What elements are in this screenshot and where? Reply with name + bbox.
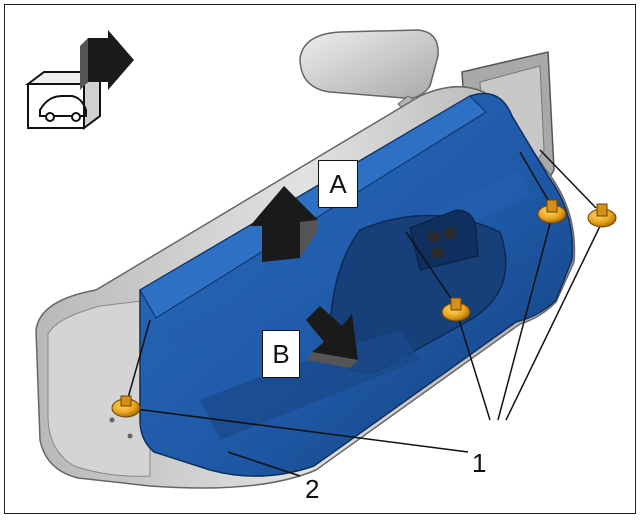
direction-label-b: B (262, 330, 300, 378)
leader-lines (127, 149, 603, 477)
diagram-frame (4, 4, 636, 514)
clip-icon (441, 297, 471, 322)
arrow-up-icon (250, 186, 318, 262)
arrow-right-down-icon (306, 306, 358, 368)
part-label-clip: 1 (472, 448, 487, 478)
clip-icon (537, 199, 567, 224)
direction-label-a: A (318, 160, 358, 208)
door-trim-panel (139, 92, 574, 477)
vehicle-view-icon (25, 30, 134, 130)
clip-icon (111, 395, 141, 418)
part-label-door-trim: 2 (305, 474, 320, 504)
clip-icon (587, 203, 617, 228)
